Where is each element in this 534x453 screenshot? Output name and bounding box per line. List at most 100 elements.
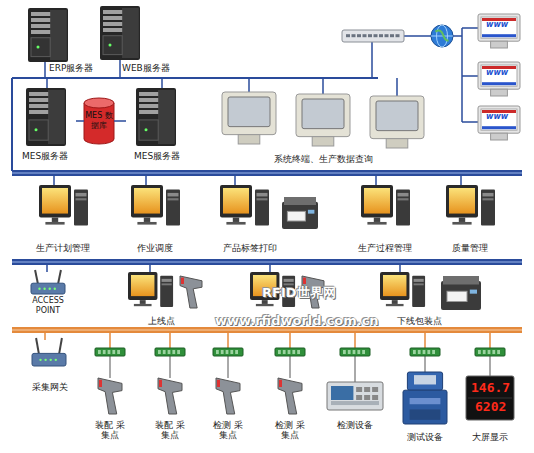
barcode-scanner bbox=[180, 276, 202, 308]
globe-icon bbox=[431, 25, 453, 47]
node-label: 质量管理 bbox=[437, 243, 503, 253]
network-wire bbox=[490, 356, 491, 376]
network-wire bbox=[161, 78, 163, 88]
printer-icon bbox=[441, 276, 481, 310]
drive-bay bbox=[483, 198, 494, 200]
pc-icon bbox=[361, 185, 410, 225]
server-body bbox=[26, 88, 66, 146]
label-paper bbox=[287, 211, 305, 221]
terminal-port bbox=[163, 350, 166, 354]
server-front bbox=[29, 120, 48, 140]
bus-highlight bbox=[12, 173, 522, 174]
drive-bay bbox=[31, 24, 50, 28]
tester-icon bbox=[403, 372, 447, 424]
led-divider bbox=[468, 398, 512, 399]
monitor-stand bbox=[491, 133, 508, 140]
server-body bbox=[136, 88, 176, 146]
node-label: 上线点 bbox=[148, 316, 198, 326]
web-footer bbox=[482, 34, 516, 37]
monitor-screen bbox=[383, 275, 406, 296]
status-led bbox=[50, 359, 52, 361]
terminal-port bbox=[226, 350, 229, 354]
monitor-stand bbox=[238, 135, 260, 144]
network-wire bbox=[425, 356, 426, 372]
terminal-block bbox=[213, 348, 243, 356]
gateway-node: 采集网关 bbox=[22, 338, 78, 396]
database-top bbox=[84, 98, 114, 108]
switch-port bbox=[374, 34, 378, 37]
terminal-port bbox=[292, 350, 295, 354]
drive-bay bbox=[103, 16, 122, 20]
power-led bbox=[145, 128, 148, 131]
pc-icon bbox=[446, 185, 495, 225]
terminal-port bbox=[230, 350, 233, 354]
drive-bay bbox=[29, 110, 48, 114]
workstation-node: 生产计划管理 bbox=[30, 185, 96, 257]
terminal-port bbox=[297, 350, 300, 354]
tester-head bbox=[407, 372, 442, 390]
network-wire bbox=[149, 265, 151, 272]
drive-bay bbox=[76, 193, 87, 197]
crt-icon bbox=[222, 92, 276, 144]
monitor-screen bbox=[42, 188, 68, 214]
drive-bay bbox=[103, 22, 122, 26]
server-icon bbox=[26, 88, 66, 146]
terminal-port bbox=[168, 350, 171, 354]
collection-point: 检测 采集点 bbox=[203, 378, 253, 446]
www-icon bbox=[478, 14, 520, 48]
switch-port bbox=[363, 34, 367, 37]
drive-bay bbox=[103, 28, 122, 32]
network-wire bbox=[460, 176, 462, 185]
globe-equator bbox=[431, 36, 453, 37]
drive-bay bbox=[29, 92, 48, 96]
network-wire bbox=[462, 75, 478, 77]
node-label: MES服务器 bbox=[134, 151, 186, 161]
node-label: WEB服务器 bbox=[122, 63, 174, 73]
tester-screen bbox=[414, 375, 436, 384]
switch-port bbox=[357, 34, 361, 37]
term-icon bbox=[95, 348, 125, 356]
bus-highlight bbox=[12, 330, 522, 331]
terminal-block bbox=[475, 348, 505, 356]
network-wire bbox=[248, 78, 250, 92]
server-node: ERP服务器 bbox=[25, 8, 97, 74]
pc-icon bbox=[128, 272, 173, 307]
workstation-node: 产品标签打印 bbox=[212, 185, 324, 257]
pc-tower bbox=[412, 276, 425, 307]
monitor-screen bbox=[223, 188, 249, 214]
switch-port bbox=[390, 34, 394, 37]
monitor-base bbox=[137, 222, 156, 225]
node-label: ERP服务器 bbox=[49, 63, 97, 73]
drive-bay bbox=[398, 193, 409, 197]
switch-port bbox=[368, 34, 372, 37]
terminal-port bbox=[108, 350, 111, 354]
www-icon bbox=[478, 62, 520, 96]
network-wire bbox=[234, 176, 236, 185]
monitor-frame bbox=[131, 185, 163, 218]
terminal-port bbox=[98, 350, 101, 354]
network-wire bbox=[396, 78, 398, 96]
drive-bay bbox=[398, 198, 409, 200]
network-wire bbox=[227, 333, 229, 348]
node-label: 检测设备 bbox=[325, 420, 385, 430]
device-button bbox=[356, 395, 362, 400]
monitor-screen bbox=[481, 65, 517, 86]
network-wire bbox=[290, 356, 291, 378]
server-side bbox=[48, 90, 65, 144]
terminal-port bbox=[427, 350, 430, 354]
terminal-port bbox=[432, 350, 435, 354]
terminal-block bbox=[410, 348, 440, 356]
monitor-screen bbox=[481, 109, 517, 130]
scanner-window bbox=[159, 380, 162, 387]
drive-bay bbox=[76, 198, 87, 200]
network-wire bbox=[44, 62, 46, 78]
network-wire bbox=[289, 333, 291, 348]
terminal-block bbox=[155, 348, 185, 356]
network-wire bbox=[46, 265, 48, 272]
network-wire bbox=[375, 176, 377, 185]
terminal-port bbox=[278, 350, 281, 354]
workstation-node: 质量管理 bbox=[437, 185, 503, 257]
device-button bbox=[372, 387, 378, 392]
database-body bbox=[84, 103, 114, 144]
node-label: 系统终端、生产数据查询 bbox=[274, 154, 424, 164]
